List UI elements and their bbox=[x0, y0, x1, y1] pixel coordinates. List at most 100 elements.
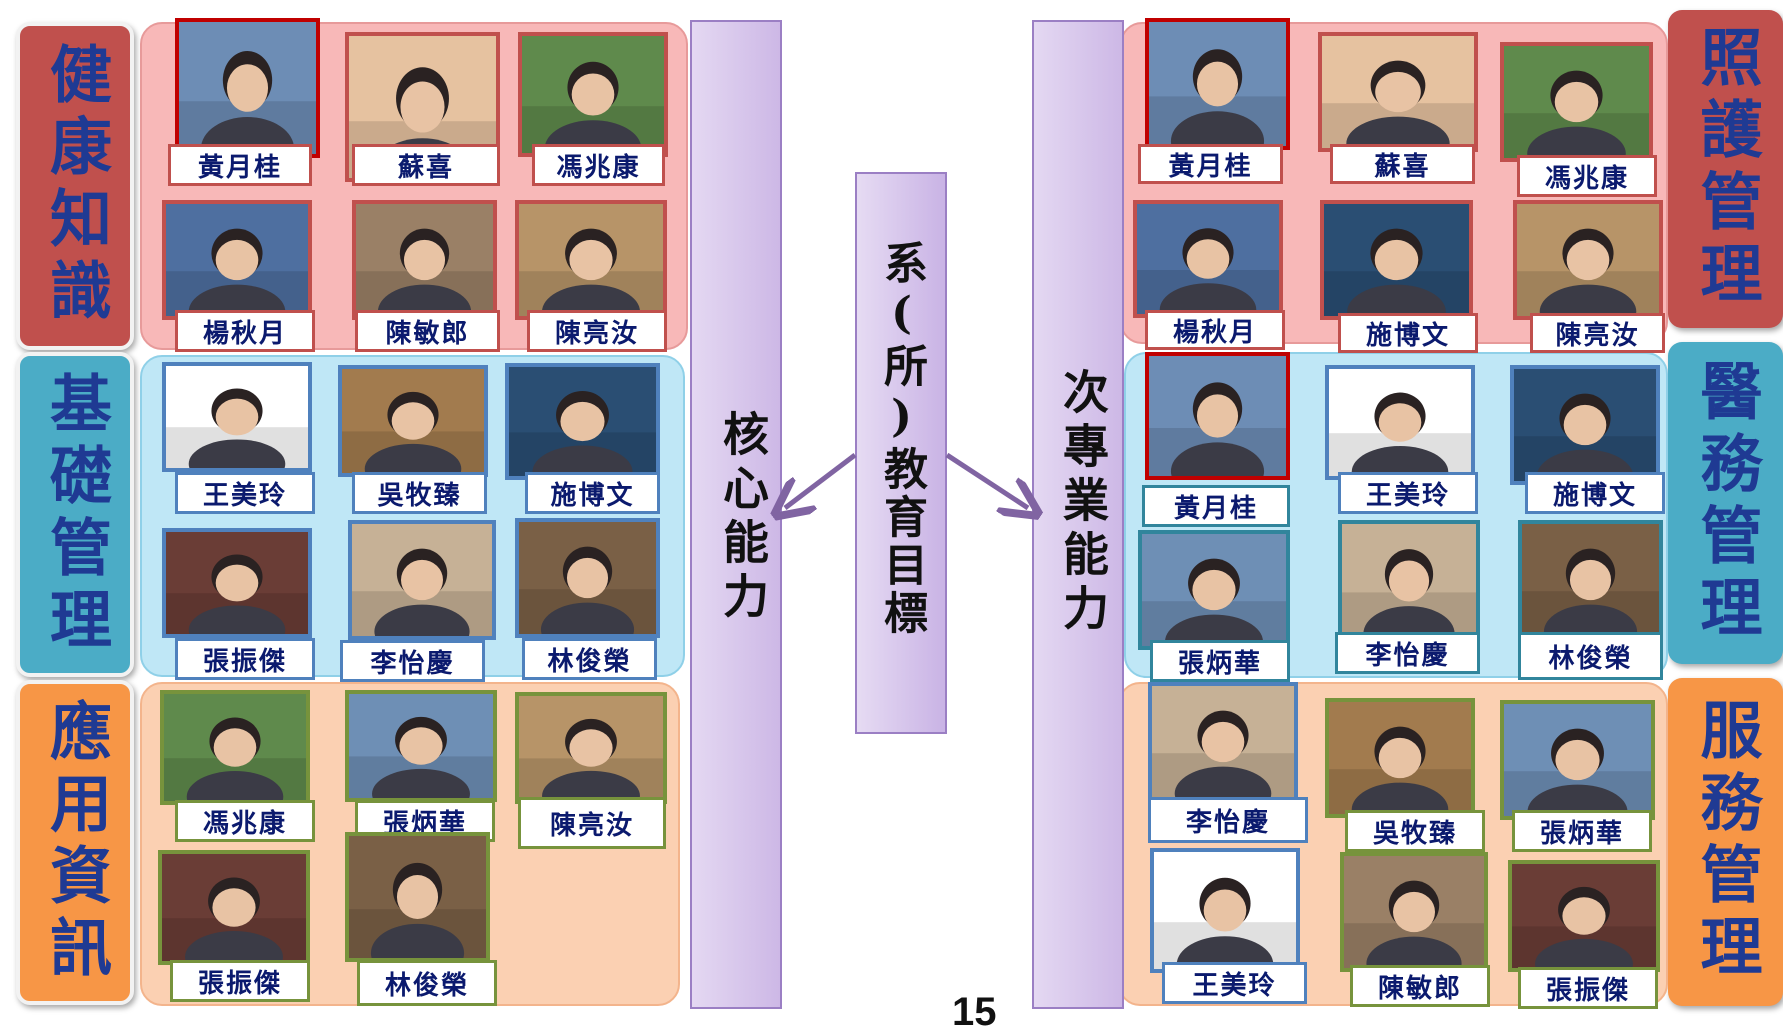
member-name-label: 吳牧臻 bbox=[1345, 810, 1485, 852]
member-photo bbox=[1510, 365, 1660, 485]
member-photo bbox=[345, 690, 497, 802]
person-avatar-icon bbox=[1149, 22, 1286, 146]
category-label: 照護管理 bbox=[1689, 25, 1763, 313]
member-name-label: 陳亮汝 bbox=[527, 310, 667, 352]
member-name-label: 施博文 bbox=[525, 472, 660, 514]
member-name-label: 吳牧臻 bbox=[352, 472, 487, 514]
core-competence-label: 核心能力 bbox=[716, 410, 770, 626]
member-photo bbox=[1325, 365, 1475, 480]
member-photo bbox=[338, 365, 488, 477]
member-photo bbox=[162, 362, 312, 472]
member-name-label: 陳亮汝 bbox=[518, 797, 666, 849]
arrow-to-core bbox=[785, 453, 857, 508]
member-photo bbox=[505, 363, 660, 480]
member-name-label: 張振傑 bbox=[175, 638, 315, 680]
person-avatar-icon bbox=[519, 522, 656, 634]
education-goal-box: 系(所)教育目標 bbox=[855, 172, 947, 734]
member-name-label: 張炳華 bbox=[1512, 810, 1652, 852]
person-avatar-icon bbox=[519, 696, 663, 800]
member-photo bbox=[1338, 520, 1480, 642]
person-avatar-icon bbox=[349, 836, 486, 958]
person-avatar-icon bbox=[1344, 856, 1484, 968]
member-photo bbox=[162, 200, 312, 320]
person-avatar-icon bbox=[1522, 524, 1659, 636]
member-name-label: 王美玲 bbox=[175, 472, 315, 514]
member-photo bbox=[1318, 32, 1478, 152]
person-avatar-icon bbox=[1322, 36, 1474, 148]
person-avatar-icon bbox=[179, 22, 316, 154]
member-name-label: 馮兆康 bbox=[532, 144, 665, 186]
member-name-label: 楊秋月 bbox=[1145, 310, 1285, 350]
category-applied-info: 應用資訊 bbox=[16, 680, 134, 1005]
category-health-knowledge: 健康知識 bbox=[16, 22, 134, 350]
member-name-label: 張振傑 bbox=[1518, 967, 1658, 1009]
member-photo bbox=[345, 832, 490, 962]
member-photo bbox=[1138, 530, 1290, 650]
sub-competence-label: 次專業能力 bbox=[1056, 368, 1110, 638]
member-photo bbox=[515, 692, 667, 804]
member-name-label: 陳敏郎 bbox=[355, 310, 500, 352]
member-name-label: 施博文 bbox=[1525, 472, 1665, 514]
member-name-label: 張振傑 bbox=[170, 960, 310, 1002]
education-goal-label: 系(所)教育目標 bbox=[876, 240, 927, 638]
person-avatar-icon bbox=[1342, 524, 1476, 638]
person-avatar-icon bbox=[166, 532, 308, 634]
member-name-label: 蘇喜 bbox=[352, 144, 500, 186]
member-name-label: 王美玲 bbox=[1162, 962, 1307, 1004]
person-avatar-icon bbox=[164, 694, 306, 801]
person-avatar-icon bbox=[1154, 852, 1296, 969]
person-avatar-icon bbox=[1504, 704, 1651, 816]
person-avatar-icon bbox=[342, 369, 484, 473]
member-name-label: 楊秋月 bbox=[175, 310, 315, 352]
person-avatar-icon bbox=[1517, 204, 1659, 316]
member-photo bbox=[1500, 42, 1653, 162]
person-avatar-icon bbox=[162, 854, 306, 961]
member-name-label: 張炳華 bbox=[1150, 640, 1290, 682]
member-name-label: 馮兆康 bbox=[1517, 155, 1657, 197]
member-name-label: 林俊榮 bbox=[522, 638, 657, 680]
member-photo bbox=[518, 32, 668, 157]
member-photo bbox=[515, 518, 660, 638]
member-photo bbox=[1340, 852, 1488, 972]
member-photo bbox=[1513, 200, 1663, 320]
member-photo bbox=[1133, 200, 1283, 318]
member-photo bbox=[175, 18, 320, 158]
person-avatar-icon bbox=[522, 36, 664, 153]
member-name-label: 李怡慶 bbox=[1148, 797, 1308, 843]
member-photo bbox=[1518, 520, 1663, 640]
person-avatar-icon bbox=[356, 204, 493, 316]
person-avatar-icon bbox=[1137, 204, 1279, 314]
person-avatar-icon bbox=[1149, 356, 1286, 476]
member-name-label: 陳敏郎 bbox=[1350, 965, 1490, 1007]
member-photo bbox=[162, 528, 312, 638]
person-avatar-icon bbox=[519, 204, 663, 316]
person-avatar-icon bbox=[1329, 369, 1471, 476]
member-photo bbox=[1325, 698, 1475, 818]
member-name-label: 黃月桂 bbox=[1142, 485, 1290, 527]
member-photo bbox=[1145, 352, 1290, 480]
person-avatar-icon bbox=[349, 694, 493, 798]
person-avatar-icon bbox=[509, 367, 656, 476]
member-photo bbox=[158, 850, 310, 965]
member-photo bbox=[352, 200, 497, 320]
page-number: 15 bbox=[952, 990, 997, 1034]
category-medical-affairs: 醫務管理 bbox=[1668, 342, 1783, 664]
member-photo bbox=[515, 200, 667, 320]
member-name-label: 施博文 bbox=[1338, 313, 1478, 353]
member-name-label: 林俊榮 bbox=[357, 960, 497, 1006]
person-avatar-icon bbox=[1152, 686, 1294, 798]
person-avatar-icon bbox=[166, 204, 308, 316]
person-avatar-icon bbox=[1504, 46, 1649, 158]
member-photo bbox=[1145, 18, 1290, 150]
member-name-label: 馮兆康 bbox=[175, 800, 315, 842]
category-label: 健康知識 bbox=[39, 42, 112, 330]
member-photo bbox=[160, 690, 310, 805]
category-label: 基礎管理 bbox=[39, 370, 112, 659]
person-avatar-icon bbox=[1324, 204, 1469, 316]
member-photo bbox=[348, 520, 496, 640]
member-photo bbox=[1508, 860, 1660, 972]
member-name-label: 黃月桂 bbox=[168, 144, 312, 186]
category-care-management: 照護管理 bbox=[1668, 10, 1783, 328]
person-avatar-icon bbox=[1142, 534, 1286, 646]
member-photo bbox=[1148, 682, 1298, 802]
